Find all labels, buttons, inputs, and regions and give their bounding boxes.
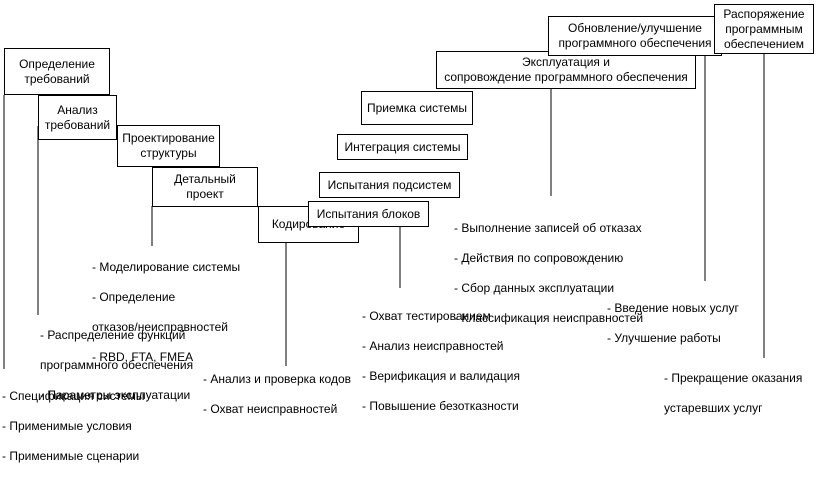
note-item: - Сбор данных эксплуатации bbox=[454, 281, 615, 295]
stage-subsystem-testing: Испытания подсистем bbox=[319, 172, 460, 198]
note-item: - Введение новых услуг bbox=[607, 301, 739, 315]
stage-software-disposal: Распоряжение программным обеспечением bbox=[714, 4, 814, 54]
note-item: - Анализ неисправностей bbox=[362, 339, 504, 353]
notes-unit-testing: - Охват тестированием - Анализ неисправн… bbox=[362, 294, 520, 429]
note-item: - Параметры эксплуатации bbox=[40, 388, 191, 402]
stage-system-integration: Интеграция системы bbox=[337, 134, 468, 160]
note-item: - Классификация неисправностей bbox=[454, 311, 644, 325]
note-item: - Охват тестированием bbox=[362, 309, 491, 323]
note-item: - Моделирование системы bbox=[92, 260, 241, 274]
stage-detailed-design: Детальный проект bbox=[152, 167, 258, 207]
note-item: - Охват неисправностей bbox=[203, 402, 338, 416]
notes-software-disposal: - Прекращение оказания устаревших услуг bbox=[664, 356, 802, 431]
note-item: - Действия по сопровождению bbox=[454, 251, 624, 265]
note-item: - RBD, FTA, FMEA bbox=[92, 350, 194, 364]
notes-software-update: - Введение новых услуг - Улучшение работ… bbox=[607, 286, 739, 361]
note-item: - Применимые условия bbox=[2, 419, 132, 433]
notes-requirements-analysis: - Распределение функций программного обе… bbox=[40, 313, 193, 418]
stage-unit-testing: Испытания блоков bbox=[308, 201, 429, 227]
note-item: - Анализ и проверка кодов bbox=[203, 372, 352, 386]
note-item: - Улучшение работы bbox=[607, 331, 721, 345]
notes-coding: - Анализ и проверка кодов - Охват неиспр… bbox=[203, 357, 351, 432]
note-item: - Применимые сценарии bbox=[2, 449, 140, 463]
note-item: устаревших услуг bbox=[664, 401, 763, 415]
note-item: - Определение bbox=[92, 290, 176, 304]
notes-operation-maintenance: - Выполнение записей об отказах - Действ… bbox=[454, 206, 643, 341]
stage-system-acceptance: Приемка системы bbox=[361, 91, 473, 125]
stage-operation-maintenance: Эксплуатация и сопровождение программног… bbox=[436, 51, 696, 89]
lifecycle-diagram bbox=[3, 54, 765, 369]
note-item: - Прекращение оказания bbox=[664, 371, 803, 385]
stage-software-update: Обновление/улучшение программного обеспе… bbox=[548, 16, 722, 56]
stage-architecture-design: Проектирование структуры bbox=[117, 125, 220, 167]
note-item: - Распределение функций bbox=[40, 328, 186, 342]
notes-detailed-design: - Моделирование системы - Определение от… bbox=[92, 245, 240, 380]
note-item: - Повышение безотказности bbox=[362, 399, 519, 413]
note-item: программного обеспечения bbox=[40, 358, 194, 372]
note-item: - Спецификация системы bbox=[2, 389, 145, 403]
note-item: отказов/неисправностей bbox=[92, 320, 228, 334]
note-item: - Выполнение записей об отказах bbox=[454, 221, 642, 235]
note-item: - Верификация и валидация bbox=[362, 369, 520, 383]
stage-requirements-analysis: Анализ требований bbox=[38, 95, 117, 140]
stage-requirements-definition: Определение требований bbox=[4, 48, 110, 95]
